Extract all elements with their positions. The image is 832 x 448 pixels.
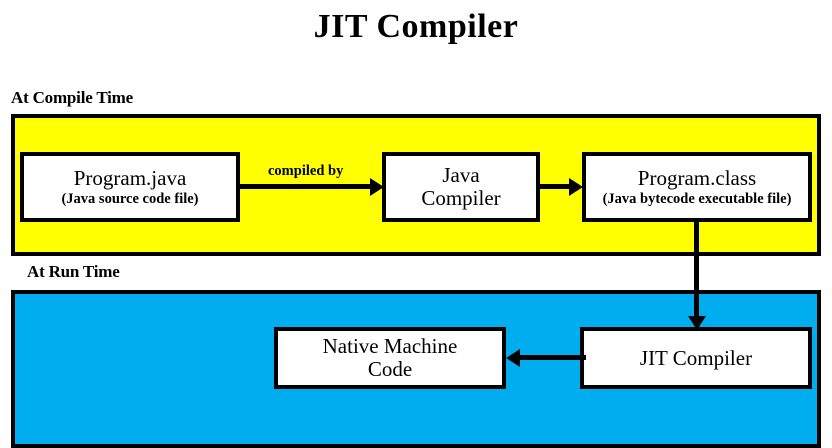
phase-caption-compile-time: At Compile Time: [11, 88, 133, 107]
node-jit-compiler-title: JIT Compiler: [639, 345, 753, 370]
node-java-compiler-line2: Compiler: [421, 186, 501, 210]
node-program-java[interactable]: Program.java (Java source code file): [20, 152, 240, 222]
node-java-compiler-line1: Java: [442, 163, 480, 188]
node-program-java-title: Program.java: [73, 165, 187, 190]
arrow-shaft: [240, 184, 373, 189]
arrow-shaft: [540, 184, 572, 189]
arrow-shaft: [518, 355, 586, 360]
node-native-machine-code-line1: Native Machine: [322, 334, 458, 359]
arrowhead-right-icon: [370, 178, 384, 196]
node-program-class-title: Program.class: [637, 165, 757, 190]
phase-caption-run-time: At Run Time: [27, 262, 120, 281]
node-native-machine-code[interactable]: Native Machine Code: [274, 327, 506, 389]
arrow-program-java-to-java-compiler: [240, 178, 386, 202]
node-jit-compiler[interactable]: JIT Compiler: [580, 327, 812, 389]
arrow-java-compiler-to-program-class: [540, 178, 586, 202]
node-native-machine-code-line2: Code: [367, 357, 413, 381]
arrowhead-down-icon: [688, 316, 706, 330]
arrow-program-class-to-jit-compiler: [688, 219, 712, 331]
node-java-compiler[interactable]: Java Compiler: [382, 152, 540, 222]
page-title: JIT Compiler: [313, 8, 519, 45]
arrow-shaft: [694, 219, 699, 319]
arrow-jit-compiler-to-native-machine-code: [506, 349, 586, 373]
arrowhead-right-icon: [569, 178, 583, 196]
node-program-class-subtitle: (Java bytecode executable file): [602, 190, 792, 207]
edge-label-compiled-by: compiled by: [268, 163, 344, 179]
node-program-java-subtitle: (Java source code file): [61, 190, 199, 207]
arrowhead-left-icon: [506, 349, 520, 367]
node-program-class[interactable]: Program.class (Java bytecode executable …: [582, 152, 812, 222]
